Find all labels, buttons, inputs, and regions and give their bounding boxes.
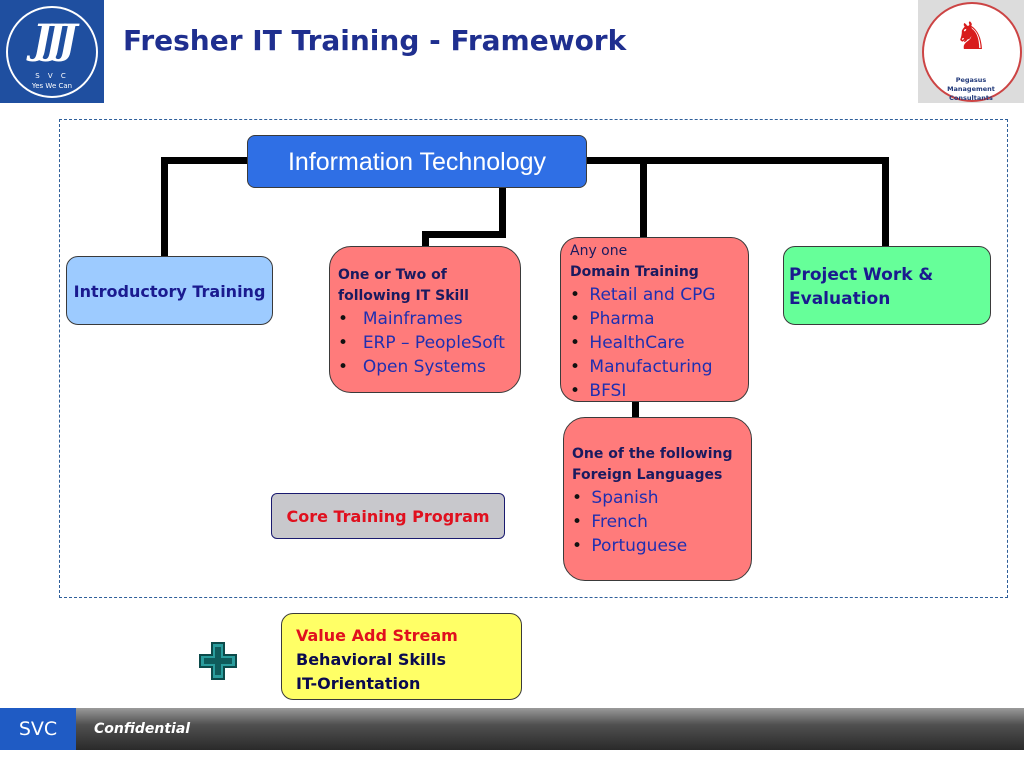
plus-icon	[199, 642, 237, 680]
connector	[640, 157, 647, 238]
confidential-label: Confidential	[94, 721, 191, 737]
domain-item: Manufacturing	[589, 357, 713, 377]
pegasus-icon: ♞	[953, 14, 989, 58]
core-training-program-box: Core Training Program	[271, 493, 505, 539]
it-skill-list: • Mainframes • ERP – PeopleSoft • Open S…	[338, 307, 505, 379]
connector	[587, 157, 889, 164]
list-item: • Spanish	[572, 488, 659, 508]
pegasus-logo: ♞ Pegasus Management Consultants	[918, 0, 1024, 103]
connector	[882, 157, 889, 247]
foreign-languages-box: One of the following Foreign Languages •…	[563, 417, 752, 581]
svc-logo: JJJ S V C Yes We Can	[0, 0, 104, 103]
it-skill-box: One or Two of following IT Skill • Mainf…	[329, 246, 521, 393]
language-item: Spanish	[591, 488, 659, 508]
domain-list: • Retail and CPG • Pharma • HealthCare •…	[570, 283, 716, 403]
connector	[632, 400, 639, 418]
project-work-box: Project Work & Evaluation	[783, 246, 991, 325]
connector	[422, 231, 506, 238]
project-line-1: Project Work &	[789, 265, 934, 285]
domain-item: BFSI	[589, 381, 627, 401]
list-item: • Pharma	[570, 309, 655, 329]
list-item: • Mainframes	[338, 309, 463, 329]
list-item: • Manufacturing	[570, 357, 713, 377]
value-add-stream-box: Value Add Stream Behavioral Skills IT-Or…	[281, 613, 522, 700]
list-item: • HealthCare	[570, 333, 685, 353]
value-add-line-1: Behavioral Skills	[296, 650, 447, 669]
pegasus-logo-text: Pegasus Management Consultants	[947, 76, 995, 102]
domain-item: HealthCare	[589, 333, 685, 353]
connector	[161, 157, 168, 257]
languages-lead-1: One of the following	[572, 446, 733, 462]
logo-mark: JJJ	[32, 16, 78, 63]
list-item: • BFSI	[570, 381, 627, 401]
it-skill-item: ERP – PeopleSoft	[362, 333, 505, 353]
it-skill-item: Mainframes	[362, 309, 463, 329]
it-skill-lead-1: One or Two of	[338, 267, 447, 283]
domain-lead-2: Domain Training	[570, 264, 699, 280]
domain-lead-1: Any one	[570, 243, 628, 259]
domain-training-box: Any one Domain Training • Retail and CPG…	[560, 237, 749, 402]
diagram-frame	[59, 119, 1008, 598]
footer-tab: SVC	[0, 708, 76, 750]
introductory-training-box: Introductory Training	[66, 256, 273, 325]
connector	[161, 157, 249, 164]
page-title: Fresher IT Training - Framework	[123, 24, 627, 57]
list-item: • French	[572, 512, 648, 532]
footer-bar	[0, 708, 1024, 750]
list-item: • ERP – PeopleSoft	[338, 333, 505, 353]
project-line-2: Evaluation	[789, 289, 891, 309]
connector	[422, 231, 429, 247]
it-skill-item: Open Systems	[362, 357, 486, 377]
connector	[499, 188, 506, 237]
domain-item: Pharma	[589, 309, 655, 329]
value-add-line-2: IT-Orientation	[296, 674, 421, 693]
information-technology-box: Information Technology	[247, 135, 587, 188]
language-item: French	[591, 512, 648, 532]
logo-initials: S V C	[35, 72, 69, 80]
list-item: • Retail and CPG	[570, 285, 716, 305]
value-add-title: Value Add Stream	[296, 626, 458, 645]
language-item: Portuguese	[591, 536, 688, 556]
domain-item: Retail and CPG	[589, 285, 716, 305]
list-item: • Open Systems	[338, 357, 486, 377]
logo-disc	[922, 2, 1022, 102]
languages-list: • Spanish • French • Portuguese	[572, 486, 733, 558]
logo-ring	[6, 6, 98, 98]
languages-lead-2: Foreign Languages	[572, 467, 723, 483]
logo-tagline: Yes We Can	[31, 82, 73, 90]
it-skill-lead-2: following IT Skill	[338, 288, 469, 304]
list-item: • Portuguese	[572, 536, 688, 556]
